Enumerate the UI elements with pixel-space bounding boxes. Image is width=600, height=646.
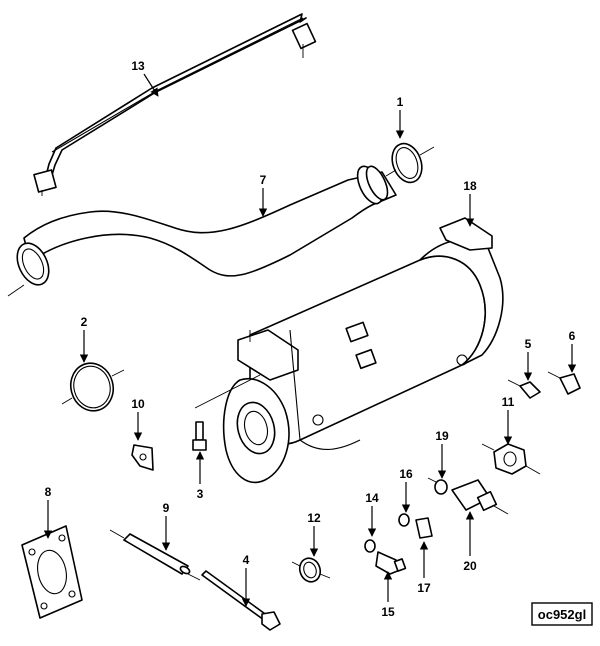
part-12-washer[interactable] [291,555,331,584]
part-14-seal-washer[interactable] [364,539,376,553]
part-13-tube[interactable] [33,13,317,196]
callout-10: 10 [131,397,145,411]
part-9-stud[interactable] [109,529,201,581]
callout-11: 11 [502,395,515,409]
callout-2: 2 [81,315,88,329]
callout-18: 18 [463,179,477,193]
callout-15: 15 [381,605,395,619]
part-1-seal-ring[interactable] [385,139,435,186]
callout-14: 14 [365,491,379,505]
callout-7: 7 [260,173,267,187]
callout-9: 9 [163,501,170,515]
part-18-aftertreatment-housing[interactable] [194,217,504,484]
part-2-o-ring[interactable] [61,358,125,415]
part-16-seal[interactable] [398,513,410,527]
part-4-long-bolt[interactable] [201,570,281,631]
callout-1: 1 [397,95,404,109]
callout-labels: 1 2 3 4 5 6 7 8 9 10 11 12 13 14 15 16 1… [45,59,576,619]
part-19-seal-ring[interactable] [434,479,448,495]
callout-4: 4 [243,553,250,567]
part-20-sensor-fitting[interactable] [427,477,509,515]
callout-3: 3 [197,487,204,501]
part-15-fitting[interactable] [375,551,407,575]
leader-lines [43,73,577,607]
part-3-bolt[interactable] [192,421,207,451]
part-8-gasket[interactable] [21,525,83,619]
part-17-plug[interactable] [415,517,433,539]
part-6-small-bolt[interactable] [547,371,581,395]
callout-17: 17 [417,581,431,595]
part-7-exhaust-pipe[interactable] [7,163,397,297]
callout-5: 5 [525,337,532,351]
reference-code: oc952gl [538,607,586,622]
callout-6: 6 [569,329,576,343]
part-11-hex-nut[interactable] [481,443,541,475]
part-5-small-bolt[interactable] [507,379,541,399]
callout-12: 12 [307,511,321,525]
callout-19: 19 [435,429,449,443]
callout-13: 13 [131,59,145,73]
part-10-bracket[interactable] [131,444,154,471]
callout-8: 8 [45,485,52,499]
callout-16: 16 [399,467,413,481]
callout-20: 20 [463,559,477,573]
reference-code-box: oc952gl [531,602,593,626]
